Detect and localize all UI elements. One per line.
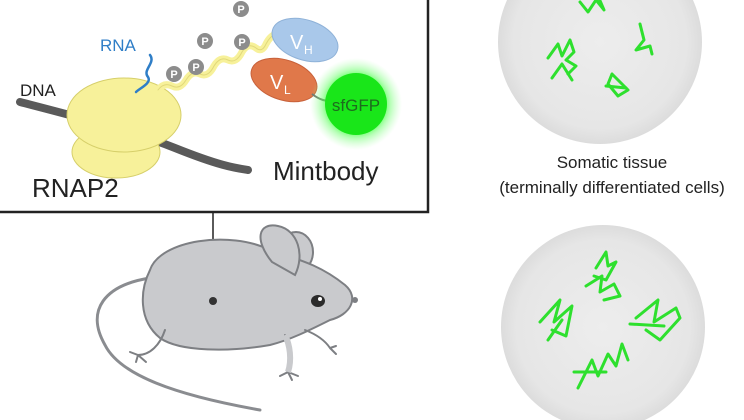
- rna-strand: [134, 53, 153, 94]
- svg-text:V: V: [270, 72, 284, 94]
- dna-label: DNA: [20, 81, 57, 100]
- chromosome: [604, 84, 628, 90]
- somatic-tissue-title: Somatic tissue: [557, 153, 668, 172]
- svg-text:P: P: [237, 4, 244, 16]
- nucleus-bottom: [501, 225, 705, 420]
- mouse-nose: [352, 297, 358, 303]
- svg-text:L: L: [284, 83, 291, 97]
- rnap2-upper-lobe: [66, 77, 182, 153]
- chromosome: [634, 298, 682, 342]
- mintbody-construct: V H V L sfGFP: [250, 17, 402, 150]
- chromosome: [628, 322, 666, 328]
- chromosome: [546, 318, 564, 342]
- mouse-eye: [311, 295, 325, 307]
- nucleus-top: [498, 0, 702, 144]
- phospho-3: P: [197, 33, 213, 49]
- sfgfp-core: [325, 73, 387, 135]
- mintbody-label: Mintbody: [273, 156, 379, 186]
- rnap2-complex: [66, 77, 182, 179]
- nucleus-top-disc: [498, 0, 702, 144]
- chromosomes-bottom: [538, 250, 682, 390]
- chromosome: [634, 22, 654, 56]
- svg-text:H: H: [304, 43, 313, 57]
- somatic-tissue-subtitle: (terminally differentiated cells): [499, 178, 725, 197]
- mouse-tail: [95, 276, 262, 412]
- chromosome: [576, 342, 630, 390]
- chromosome: [584, 274, 622, 302]
- nucleus-bottom-disc: [501, 225, 705, 420]
- phospho-4: P: [234, 34, 250, 50]
- svg-text:P: P: [170, 69, 177, 81]
- chromosome: [546, 38, 578, 76]
- svg-text:P: P: [192, 62, 199, 74]
- sample-point: [209, 297, 217, 305]
- mouse-illustration: [95, 224, 358, 412]
- phospho-2: P: [188, 59, 204, 75]
- chromosome: [606, 72, 630, 98]
- chromosome: [550, 62, 574, 82]
- chromosomes-top: [546, 0, 654, 98]
- phospho-groups: P P P P P: [166, 1, 250, 82]
- rna-label: RNA: [100, 36, 137, 55]
- mouse-body: [141, 238, 354, 351]
- sfgfp-label: sfGFP: [332, 96, 380, 115]
- dna-strand: [16, 98, 252, 174]
- svg-text:P: P: [238, 37, 245, 49]
- chromosome: [592, 250, 618, 282]
- mouse-hind-leg: [129, 329, 166, 363]
- chromosome: [538, 298, 574, 338]
- mouse-ear-front: [259, 224, 301, 277]
- svg-text:V: V: [290, 32, 304, 54]
- mouse-front-leg-2: [304, 329, 337, 355]
- rnap2-label: RNAP2: [32, 173, 119, 203]
- phospho-5: P: [233, 1, 249, 17]
- vh-domain: [271, 17, 339, 63]
- svg-text:P: P: [201, 36, 208, 48]
- phospho-1: P: [166, 66, 182, 82]
- chromosome: [578, 0, 606, 14]
